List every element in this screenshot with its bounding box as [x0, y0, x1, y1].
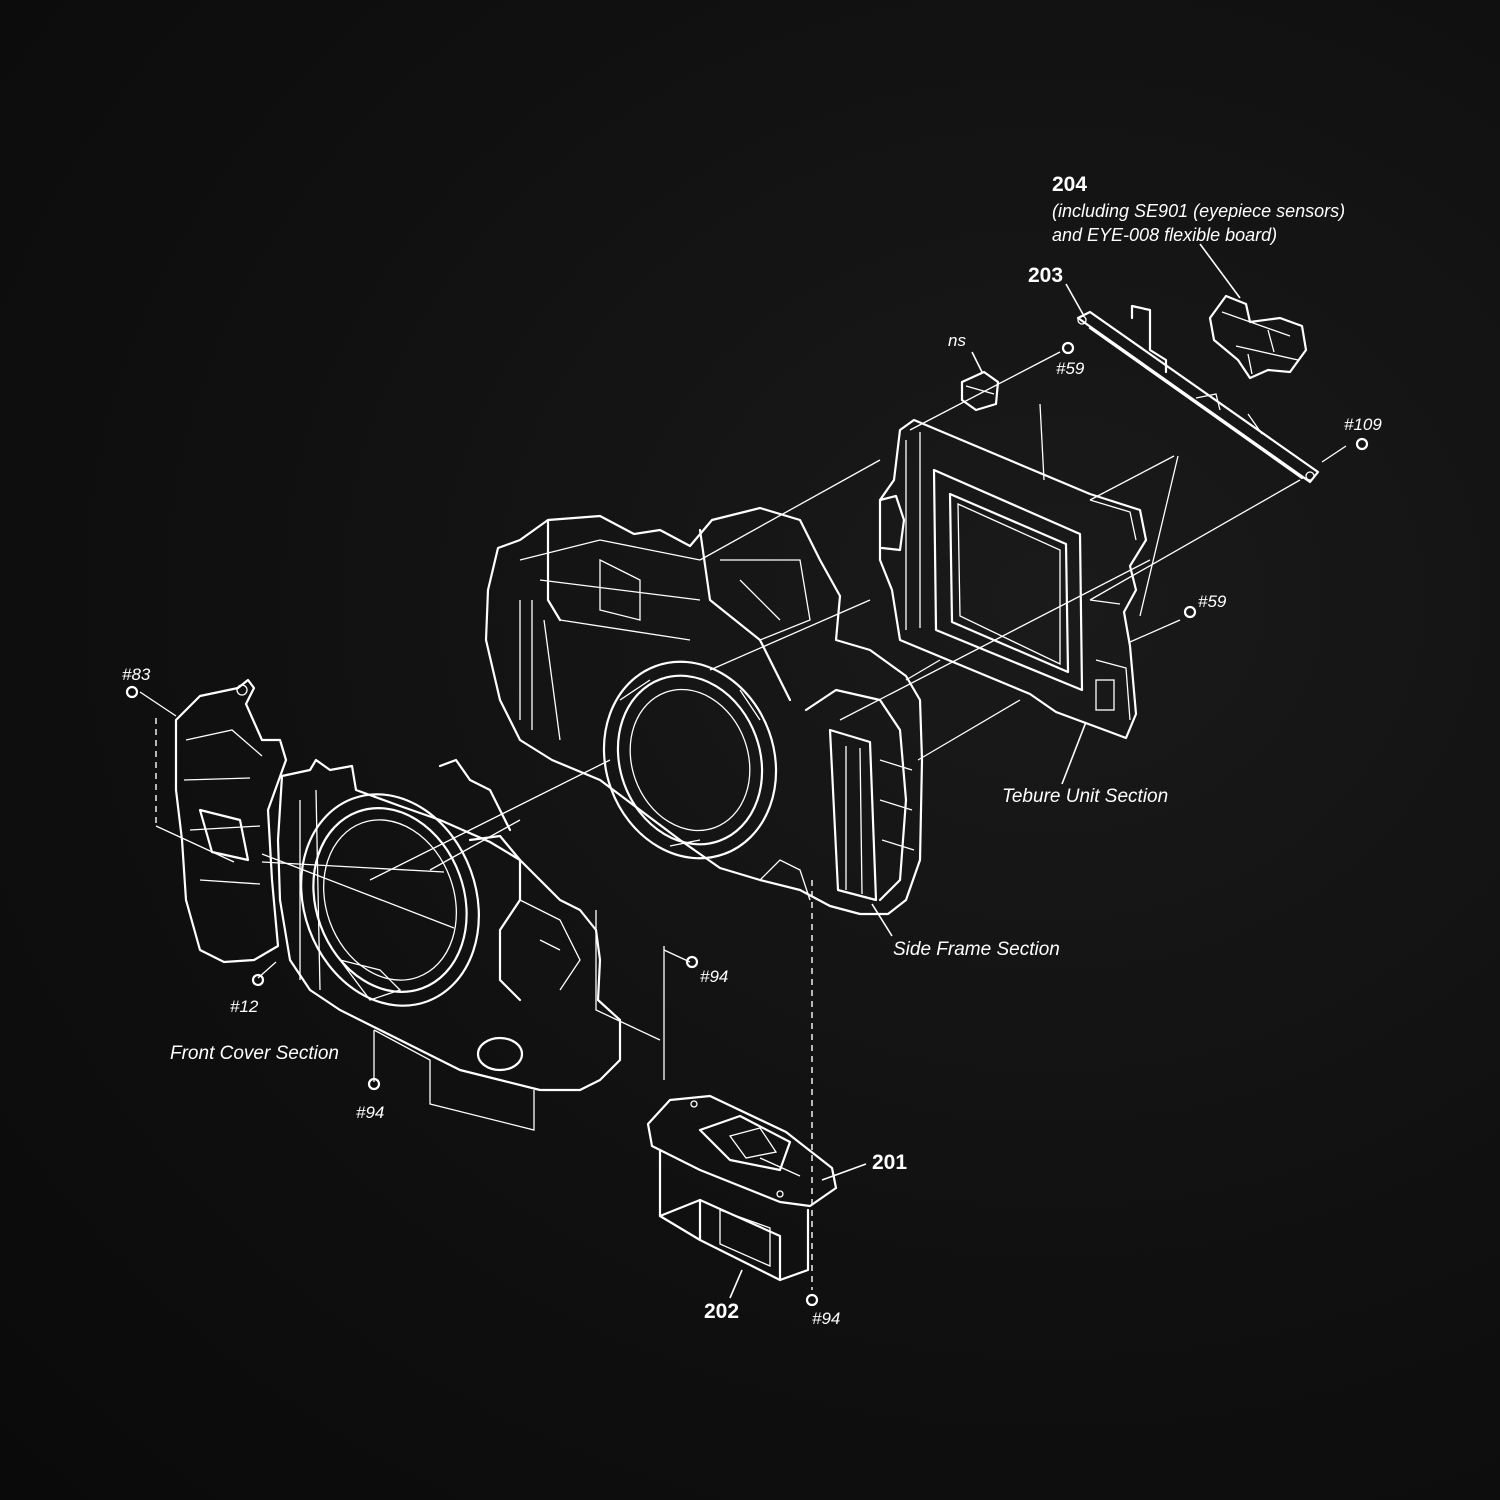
label-screw-83: #83	[122, 665, 151, 684]
part-203-rail	[1065, 283, 1320, 484]
assembly-lines	[139, 351, 1347, 1290]
part-204-eyepiece-bracket	[1199, 243, 1308, 380]
label-screw-59-right: #59	[1198, 592, 1227, 611]
front-cover	[276, 758, 622, 1092]
label-screw-12: #12	[230, 997, 259, 1016]
label-screw-109: #109	[1344, 415, 1382, 434]
tebure-unit	[878, 418, 1148, 785]
label-screw-59-top: #59	[1056, 359, 1085, 378]
label-202: 202	[704, 1300, 740, 1323]
label-screw-94-mid: #94	[700, 967, 729, 986]
label-side-frame-section: Side Frame Section	[893, 939, 1060, 960]
label-204: 204	[1052, 173, 1088, 196]
camera-body-side-frame	[484, 506, 924, 937]
part-ns	[960, 351, 1000, 412]
label-204-note-line1: (including SE901 (eyepiece sensors)	[1052, 201, 1346, 221]
bottom-plate-201	[646, 1094, 867, 1208]
label-screw-94-bottom: #94	[812, 1309, 841, 1328]
bottom-plate-202	[658, 1148, 810, 1299]
label-204-note-line2: and EYE-008 flexible board)	[1052, 225, 1278, 245]
label-front-cover-section: Front Cover Section	[170, 1043, 339, 1064]
label-tebure-unit-section: Tebure Unit Section	[1002, 786, 1169, 807]
label-ns: ns	[948, 331, 966, 350]
label-screw-94-left: #94	[356, 1103, 385, 1122]
screws	[125, 341, 1369, 1307]
label-203: 203	[1028, 264, 1064, 287]
label-201: 201	[872, 1151, 908, 1174]
grip-part	[174, 678, 288, 964]
